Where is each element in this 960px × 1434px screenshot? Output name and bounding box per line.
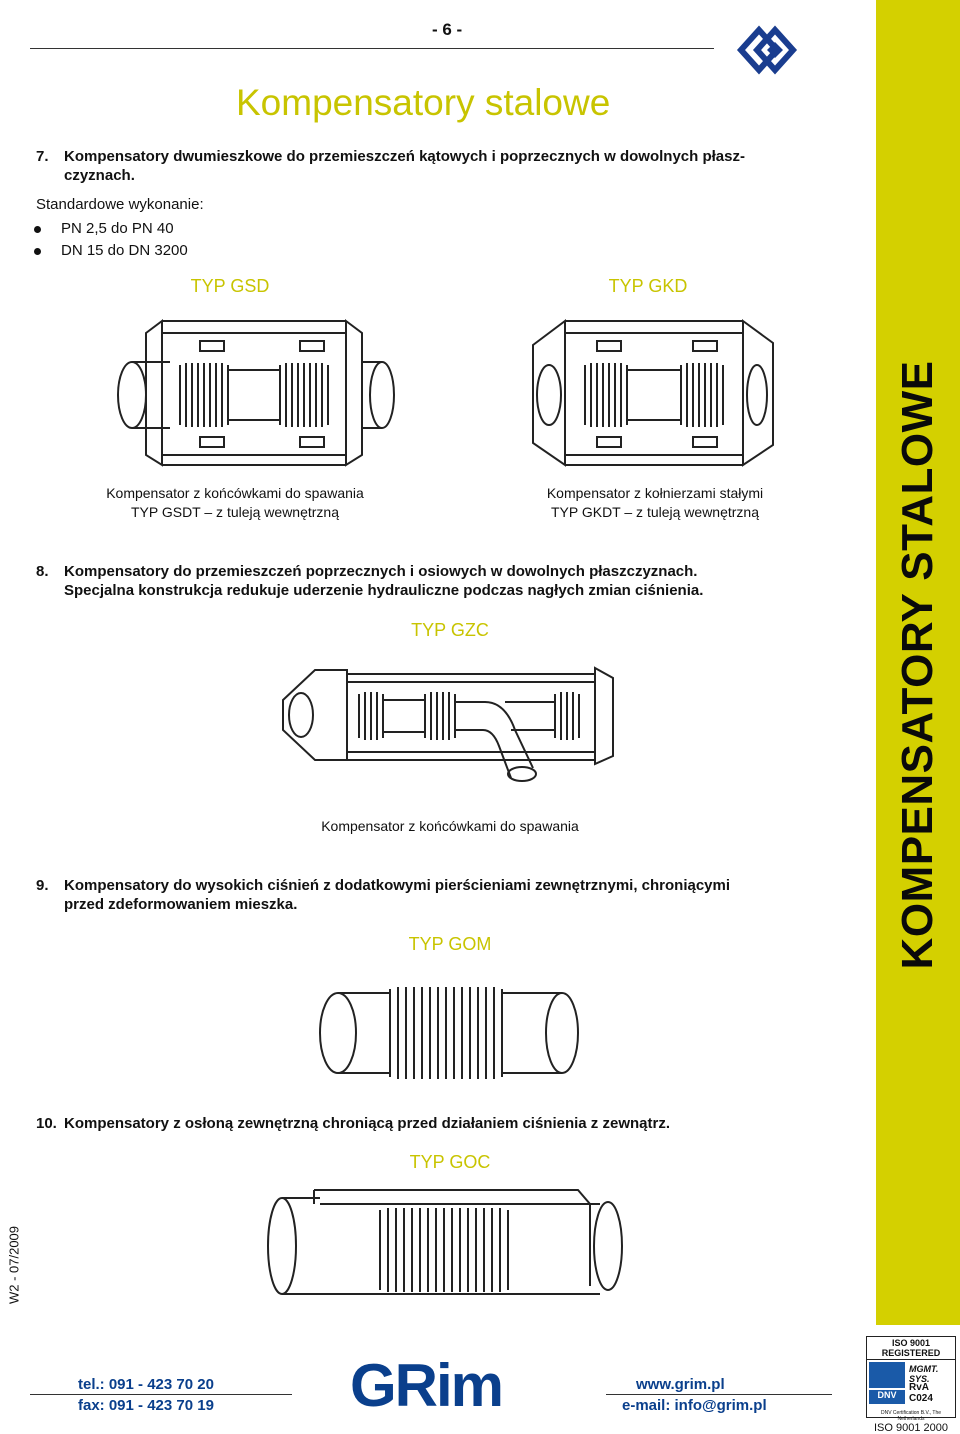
section-10-number: 10.: [36, 1115, 57, 1132]
side-band: [876, 0, 960, 1325]
bullet-pn: PN 2,5 do PN 40: [34, 218, 174, 239]
gsd-compensator-drawing: [117, 319, 395, 467]
footer-rule-right: [606, 1394, 832, 1395]
page-number: - 6 -: [432, 20, 463, 39]
page-title: Kompensatory stalowe: [236, 82, 611, 123]
gzc-caption: Kompensator z końcówkami do spawania: [321, 818, 579, 834]
document-code: W2 - 07/2009: [6, 1225, 22, 1305]
type-gzc-label: TYP GZC: [411, 620, 489, 640]
section-9-line2: przed zdeformowaniem mieszka.: [64, 896, 298, 913]
mgmt-sys: MGMT. SYS.: [909, 1364, 939, 1384]
section-8-line2: Specjalna konstrukcja redukuje uderzenie…: [64, 582, 704, 599]
gom-compensator-drawing: [319, 987, 579, 1079]
section-7-line2: czyznach.: [64, 167, 135, 184]
footer-fax: fax: 091 - 423 70 19: [78, 1397, 214, 1414]
gkd-caption-2: TYP GKDT – z tuleją wewnętrzną: [550, 504, 760, 520]
dnv-badge: DNV: [869, 1390, 905, 1404]
footer-email[interactable]: e-mail: info@grim.pl: [622, 1397, 767, 1414]
section-10-line1: Kompensatory z osłoną zewnętrzną chronią…: [64, 1115, 670, 1132]
grim-logo: GRim: [350, 1352, 504, 1419]
header-rule: [30, 48, 714, 49]
type-gom-label: TYP GOM: [408, 934, 492, 954]
rva-code: RvA C024: [909, 1382, 933, 1404]
cert-top: ISO 9001 REGISTERED: [867, 1337, 955, 1360]
section-9-heading: 9. Kompensatory do wysokich ciśnień z dod…: [36, 875, 876, 896]
gkd-caption-1: Kompensator z kołnierzami stałymi: [546, 485, 764, 501]
section-9-number: 9.: [36, 877, 49, 894]
section-8-number: 8.: [36, 563, 49, 580]
footer-email-text[interactable]: e-mail: info@grim.pl: [622, 1397, 767, 1414]
side-band-text: KOMPENSATORY STALOWE: [893, 360, 942, 970]
standard-label: Standardowe wykonanie:: [36, 196, 204, 213]
certification-block: ISO 9001 REGISTERED DNV MGMT. SYS. RvA C…: [866, 1336, 956, 1434]
cert-bottom: ISO 9001 2000: [873, 1422, 948, 1434]
company-logo-icon: [736, 25, 798, 75]
type-gkd-label: TYP GKD: [608, 276, 688, 296]
footer-www[interactable]: www.grim.pl: [636, 1376, 725, 1393]
accreditation-icon: [869, 1362, 905, 1388]
dnv-note: DNV Certification B.V., The Netherlands: [880, 1410, 942, 1422]
section-10-heading: 10. Kompensatory z osłoną zewnętrzną chro…: [36, 1113, 876, 1134]
footer-tel: tel.: 091 - 423 70 20: [78, 1376, 214, 1393]
section-7-heading: 7. Kompensatory dwumieszkowe do przemiesz…: [36, 146, 876, 167]
goc-compensator-drawing: [267, 1189, 623, 1295]
type-gsd-label: TYP GSD: [190, 276, 270, 296]
gzc-compensator-drawing: [282, 666, 614, 782]
bullet-dn: DN 15 do DN 3200: [34, 240, 188, 261]
section-9-line1: Kompensatory do wysokich ciśnień z dodat…: [64, 877, 731, 894]
section-7-number: 7.: [36, 148, 49, 165]
section-8-line1: Kompensatory do przemieszczeń poprzeczny…: [64, 563, 698, 580]
section-7-line1: Kompensatory dwumieszkowe do przemieszcz…: [64, 148, 745, 165]
gkd-compensator-drawing: [532, 319, 774, 467]
type-goc-label: TYP GOC: [409, 1152, 491, 1172]
footer-www-text[interactable]: www.grim.pl: [636, 1376, 725, 1393]
section-8-heading: 8. Kompensatory do przemieszczeń poprzecz…: [36, 561, 876, 582]
gsd-caption-2: TYP GSDT – z tuleją wewnętrzną: [130, 504, 340, 520]
gsd-caption-1: Kompensator z końcówkami do spawania: [106, 485, 364, 501]
footer-rule-left: [30, 1394, 292, 1395]
